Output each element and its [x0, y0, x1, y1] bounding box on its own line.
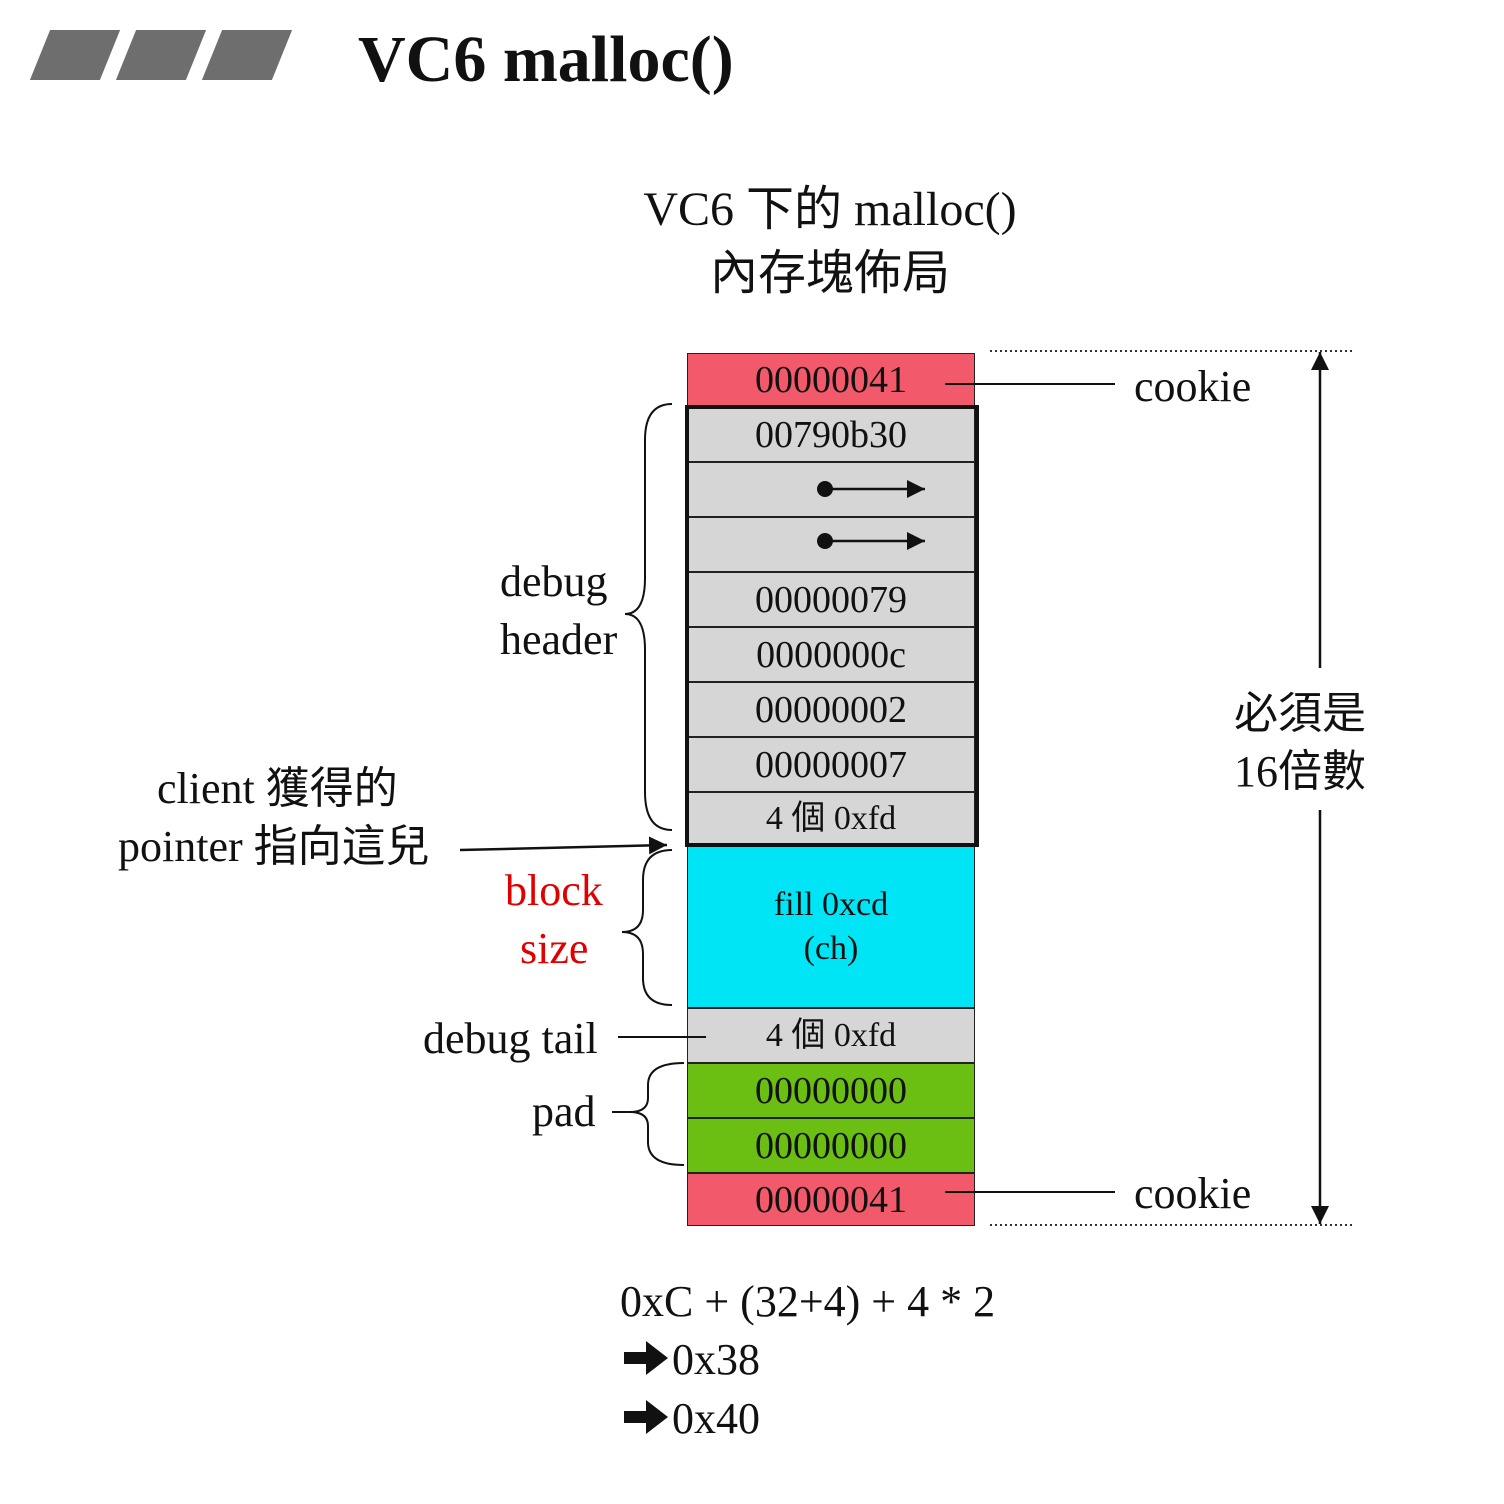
client-fill-cell: fill 0xcd (ch) [687, 845, 975, 1008]
block-label: block [505, 866, 603, 915]
calc-arrow-icon-1 [624, 1341, 668, 1375]
next-pointer-arrow [817, 480, 925, 498]
pad-cell-1: 00000000 [687, 1063, 975, 1118]
cookie-top-label: cookie [1134, 362, 1252, 411]
calc-line-3: 0x40 [672, 1394, 760, 1443]
cookie-top-value: 00000041 [755, 359, 907, 401]
diagram-subtitle-line2: 內存塊佈局 [709, 247, 950, 300]
pad-value-1: 00000000 [755, 1069, 907, 1112]
header-label: header [500, 615, 618, 664]
no-mans-land-value: 4 個 0xfd [765, 799, 897, 837]
header-value-1-cell: 00000079 [687, 572, 975, 627]
debug-header-brace [624, 403, 673, 831]
header-value-1: 00000079 [755, 578, 907, 621]
debug-label: debug [500, 557, 608, 606]
pad-cell-2: 00000000 [687, 1118, 975, 1173]
header-value-2-cell: 0000000c [687, 627, 975, 682]
calc-line-2: 0x38 [672, 1335, 760, 1384]
pad-brace [629, 1062, 685, 1166]
block-size-brace [621, 849, 673, 1006]
fill-value: fill 0xcd [773, 885, 889, 923]
header-address-value: 00790b30 [755, 413, 907, 456]
header-address-cell: 00790b30 [687, 407, 975, 462]
header-value-2: 0000000c [756, 633, 906, 676]
multiple-label-line2: 16倍數 [1234, 747, 1366, 796]
calc-line-1: 0xC + (32+4) + 4 * 2 [620, 1277, 996, 1326]
header-value-3: 00000002 [755, 688, 907, 731]
debug-tail-value: 4 個 0xfd [765, 1016, 897, 1054]
size-label: size [520, 924, 589, 973]
debug-tail-cell: 4 個 0xfd [687, 1008, 975, 1063]
header-value-4: 00000007 [755, 743, 907, 786]
pad-label: pad [532, 1087, 596, 1136]
cookie-bottom-label: cookie [1134, 1169, 1252, 1218]
fill-char: (ch) [803, 929, 859, 967]
client-label-line2: pointer 指向這兒 [118, 822, 430, 871]
pad-value-2: 00000000 [755, 1124, 907, 1167]
header-value-3-cell: 00000002 [687, 682, 975, 737]
cookie-bottom-value: 00000041 [755, 1178, 907, 1221]
prev-pointer-arrow [817, 532, 925, 550]
cookie-bottom-cell: 00000041 [687, 1173, 975, 1226]
header-value-4-cell: 00000007 [687, 737, 975, 792]
calc-arrow-icon-2 [624, 1400, 668, 1434]
multiple-label-line1: 必須是 [1234, 689, 1366, 738]
client-label-line1: client 獲得的 [157, 764, 398, 813]
debug-tail-label: debug tail [423, 1014, 598, 1063]
diagram-subtitle-line1: VC6 下的 malloc() [643, 183, 1017, 236]
no-mans-land-cell: 4 個 0xfd [687, 792, 975, 845]
client-pointer-arrow [459, 836, 668, 855]
page-title: VC6 malloc() [358, 23, 734, 96]
